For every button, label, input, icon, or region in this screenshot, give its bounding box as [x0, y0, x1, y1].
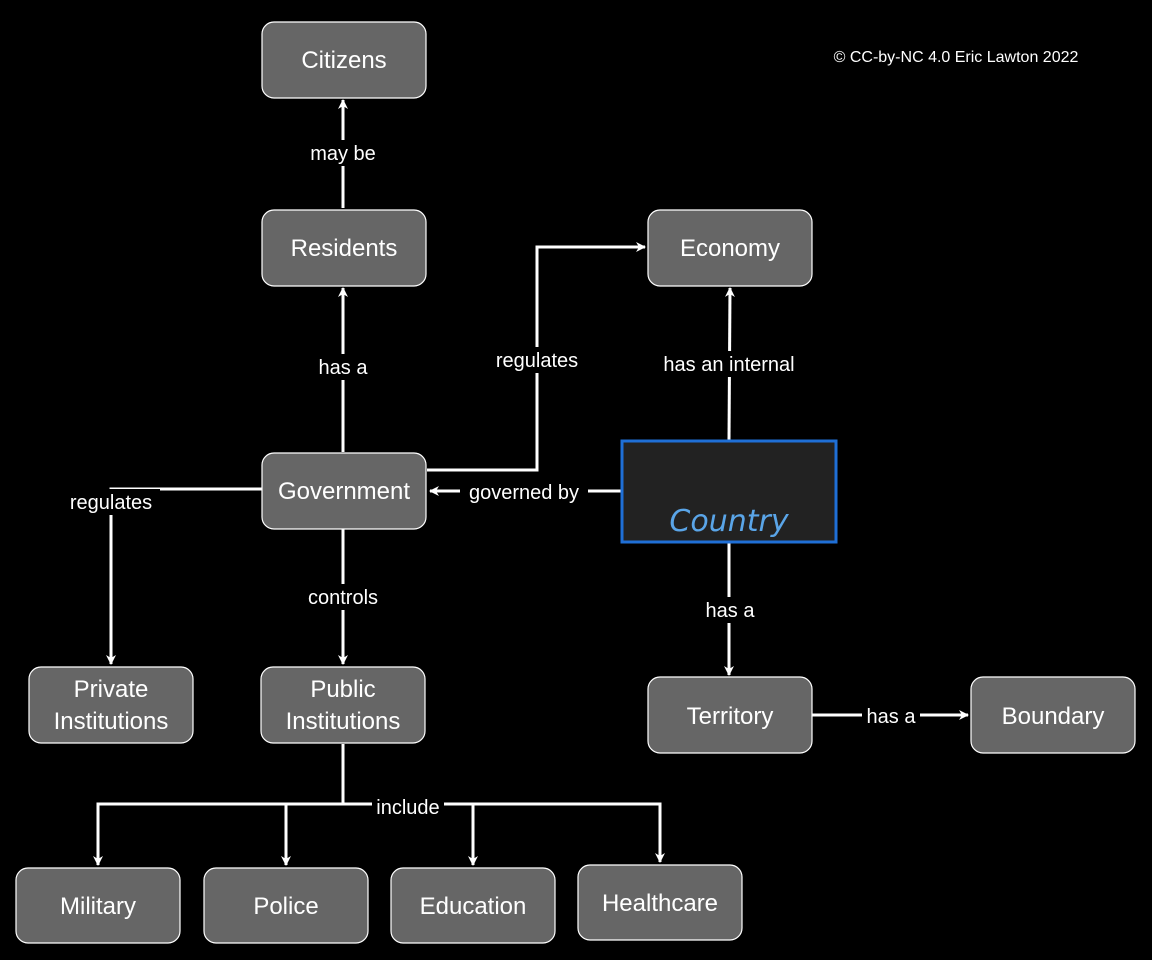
node-private-institutions: Private Institutions	[28, 666, 194, 744]
label-has-a-boundary: has a	[867, 706, 917, 728]
node-residents: Residents	[261, 209, 427, 287]
node-citizens-label: Citizens	[301, 47, 386, 74]
node-public-institutions: Public Institutions	[260, 666, 426, 744]
label-governed-by: governed by	[469, 482, 579, 504]
edge-public-military	[93, 744, 345, 866]
node-private-line2: Institutions	[54, 708, 169, 735]
node-education: Education	[390, 867, 556, 944]
node-healthcare: Healthcare	[577, 864, 743, 941]
label-regulates-private: regulates	[70, 492, 152, 514]
node-healthcare-label: Healthcare	[602, 890, 718, 917]
node-economy: Economy	[647, 209, 813, 287]
node-public-line1: Public	[310, 676, 375, 703]
copyright-notice: © CC-by-NC 4.0 Eric Lawton 2022	[834, 49, 1079, 66]
node-government: Government	[261, 452, 427, 530]
node-country-main: Country	[620, 439, 838, 544]
node-boundary-label: Boundary	[1002, 703, 1105, 730]
node-police: Police	[203, 867, 369, 944]
label-has-a-residents: has a	[319, 357, 369, 379]
label-regulates-economy: regulates	[496, 350, 578, 372]
label-has-an-internal: has an internal	[663, 354, 794, 376]
label-include: include	[376, 797, 439, 819]
node-territory: Territory	[647, 676, 813, 754]
node-residents-label: Residents	[291, 235, 398, 262]
label-has-a-territory: has a	[706, 600, 756, 622]
edge-labels: may be has a regulates has an internal g…	[62, 140, 920, 819]
edge-public-healthcare	[473, 802, 665, 863]
node-education-label: Education	[420, 893, 527, 920]
node-boundary: Boundary	[970, 676, 1136, 754]
node-economy-label: Economy	[680, 235, 780, 262]
node-military: Military	[15, 867, 181, 944]
label-may-be: may be	[310, 143, 376, 165]
node-police-label: Police	[253, 893, 318, 920]
node-territory-label: Territory	[687, 703, 774, 730]
node-citizens: Citizens	[261, 21, 427, 99]
node-government-label: Government	[278, 478, 410, 505]
node-country-label: Country	[669, 504, 789, 539]
node-private-line1: Private	[74, 676, 149, 703]
node-public-line2: Institutions	[286, 708, 401, 735]
node-military-label: Military	[60, 893, 136, 920]
label-controls: controls	[308, 587, 378, 609]
edge-government-private	[106, 487, 262, 665]
